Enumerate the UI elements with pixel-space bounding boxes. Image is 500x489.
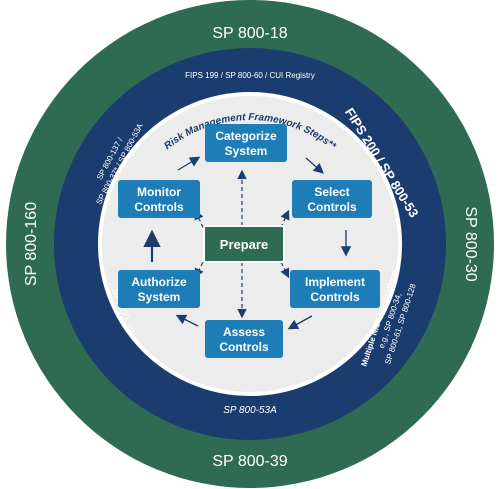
step-categorize-line2: System: [225, 144, 268, 158]
outer-label-top: SP 800-18: [212, 25, 287, 42]
step-monitor-line1: Monitor: [137, 185, 181, 199]
cycle-arrow-implement-assess: [287, 315, 313, 330]
step-monitor-box: [118, 180, 200, 218]
step-authorize-line2: System: [138, 290, 181, 304]
step-prepare-box: [203, 225, 285, 263]
outer-label-right: SP 800-30: [462, 206, 479, 281]
step-assess-box: [205, 320, 283, 358]
outer-label-bottom: SP 800-39: [212, 453, 287, 470]
step-authorize: Authorize System: [118, 270, 200, 308]
step-select-line1: Select: [314, 185, 349, 199]
cycle-arrow-assess-authorize: [175, 314, 199, 327]
cycle-arrow-monitor-categorize: [177, 156, 201, 171]
step-categorize-box: [205, 124, 287, 162]
step-assess: Assess Controls: [205, 320, 283, 358]
cycle-arrow-categorize-select: [305, 157, 324, 174]
step-authorize-box: [118, 270, 200, 308]
step-implement-box: [290, 270, 380, 308]
step-select-box: [292, 180, 372, 218]
step-monitor: Monitor Controls: [118, 180, 200, 218]
step-select-line2: Controls: [307, 200, 357, 214]
step-assess-line2: Controls: [219, 340, 269, 354]
outer-label-left: SP 800-160: [23, 202, 40, 286]
step-monitor-line2: Controls: [134, 200, 184, 214]
step-select: Select Controls: [292, 180, 372, 218]
step-implement-line1: Implement: [305, 275, 365, 289]
step-assess-line1: Assess: [223, 325, 265, 339]
step-authorize-line1: Authorize: [131, 275, 187, 289]
step-prepare-label: Prepare: [220, 237, 268, 252]
cycle-arrows: [143, 156, 352, 330]
middle-label-top: FIPS 199 / SP 800-60 / CUI Registry: [185, 71, 315, 80]
step-categorize: Categorize System: [205, 124, 287, 162]
middle-label-bottom: SP 800-53A: [223, 405, 277, 416]
step-implement: Implement Controls: [290, 270, 380, 308]
step-categorize-line1: Categorize: [215, 129, 277, 143]
step-prepare: Prepare: [203, 225, 285, 263]
step-implement-line2: Controls: [310, 290, 360, 304]
